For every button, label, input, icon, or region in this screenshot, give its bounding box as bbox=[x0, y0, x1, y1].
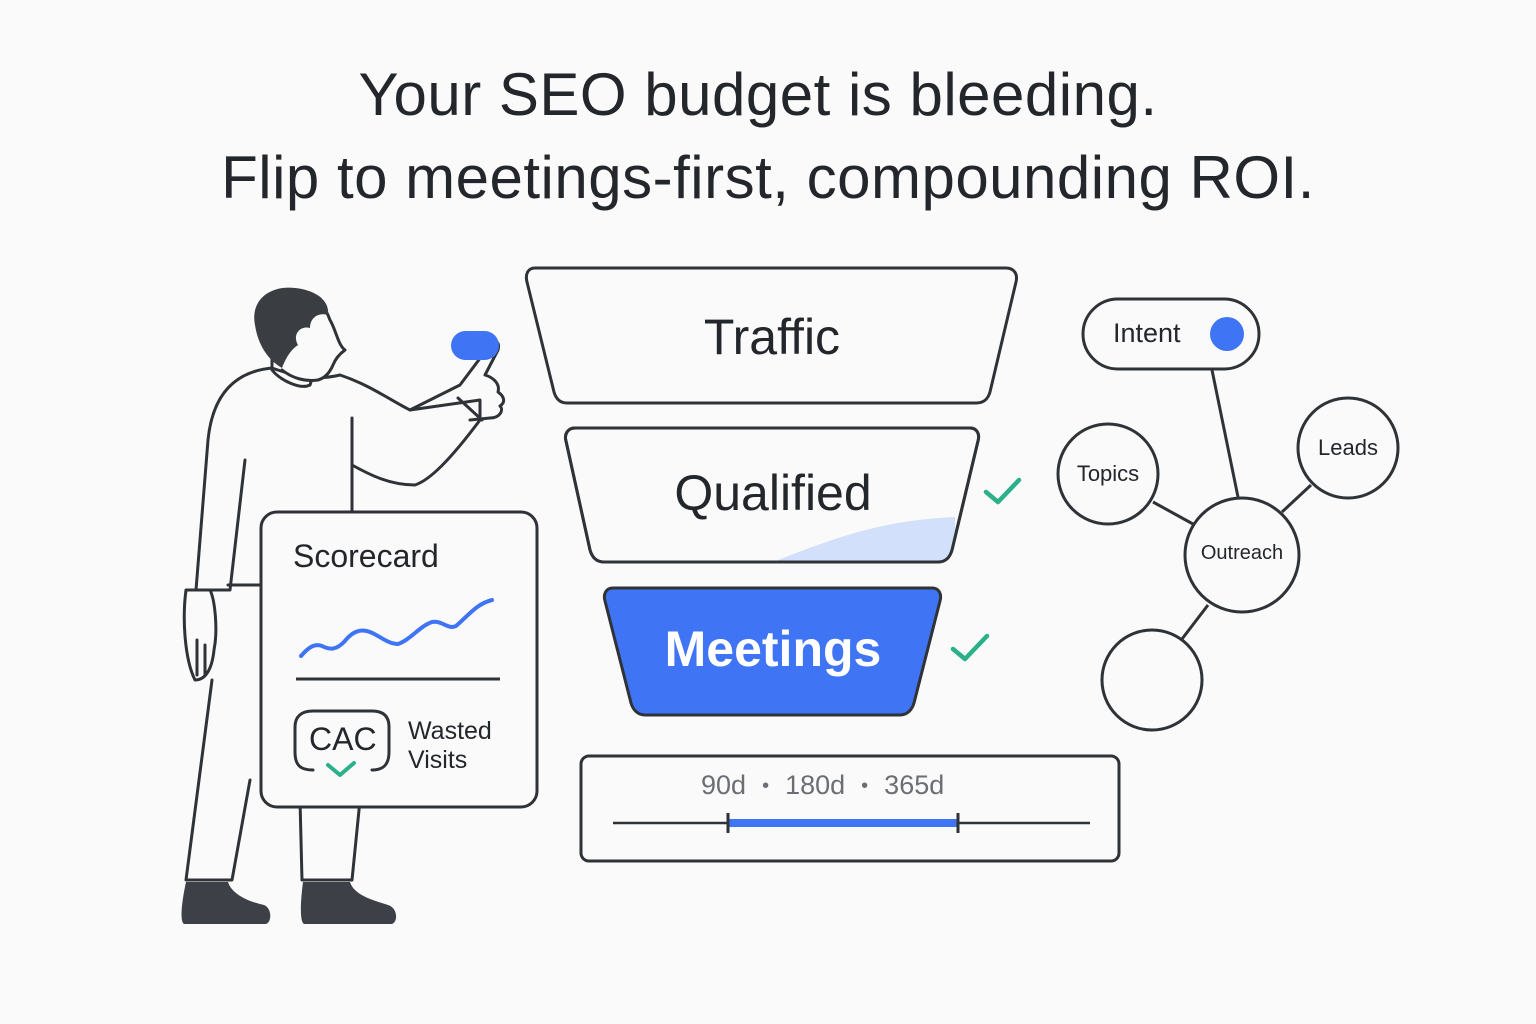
right-shoe-icon bbox=[300, 882, 397, 924]
timeline-range-card bbox=[579, 754, 1121, 863]
cac-badge-frame bbox=[293, 709, 391, 772]
intent-pill[interactable] bbox=[1081, 297, 1261, 371]
network-edges bbox=[1152, 369, 1313, 640]
node-empty[interactable] bbox=[1100, 628, 1204, 732]
meetings-check-icon bbox=[950, 633, 990, 662]
node-leads-label: Leads bbox=[1318, 435, 1378, 460]
funnel-traffic-label: Traffic bbox=[703, 309, 841, 365]
node-outreach-hub[interactable] bbox=[1183, 496, 1301, 614]
funnel-stage-qualified-outline bbox=[564, 426, 981, 564]
scorecard-card bbox=[259, 510, 539, 809]
intent-status-dot bbox=[1210, 317, 1244, 351]
wasted-visits-label: Wasted Visits bbox=[408, 717, 492, 775]
cac-badge-label: CAC bbox=[309, 721, 377, 757]
scorecard-title: Scorecard bbox=[293, 538, 439, 574]
qualified-check-icon bbox=[983, 477, 1022, 505]
scorecard-sparkline bbox=[299, 598, 494, 658]
wasted-line: Wasted bbox=[408, 717, 492, 745]
cac-check-icon bbox=[326, 761, 356, 777]
headline-line-2: Flip to meetings-first, compounding ROI. bbox=[221, 144, 1315, 211]
funnel-meetings-label: Meetings bbox=[664, 621, 882, 677]
separator-dot: • bbox=[861, 775, 869, 798]
funnel-qualified-label: Qualified bbox=[674, 465, 872, 521]
node-topics-label: Topics bbox=[1076, 461, 1140, 486]
timeline-option-90d[interactable]: 90d bbox=[701, 770, 747, 800]
intent-pill-label: Intent bbox=[1113, 318, 1181, 348]
left-shoe-icon bbox=[181, 882, 271, 924]
node-outreach-label: Outreach bbox=[1200, 542, 1284, 564]
headline-line-1: Your SEO budget is bleeding. bbox=[358, 61, 1158, 128]
pointer-target-pill bbox=[451, 331, 499, 360]
timeline-labels: 90d • 180d • 365d bbox=[701, 770, 944, 801]
node-leads[interactable] bbox=[1296, 396, 1400, 500]
separator-dot: • bbox=[762, 775, 770, 798]
funnel-stage-traffic[interactable] bbox=[524, 266, 1018, 405]
qualified-progress-fill bbox=[778, 517, 955, 562]
funnel-stage-meetings[interactable] bbox=[602, 586, 943, 717]
person-hair bbox=[254, 287, 329, 368]
timeline-option-180d[interactable]: 180d bbox=[785, 770, 846, 800]
timeline-option-365d[interactable]: 365d bbox=[884, 770, 945, 800]
visits-line: Visits bbox=[408, 746, 468, 774]
node-topics[interactable] bbox=[1056, 422, 1160, 526]
